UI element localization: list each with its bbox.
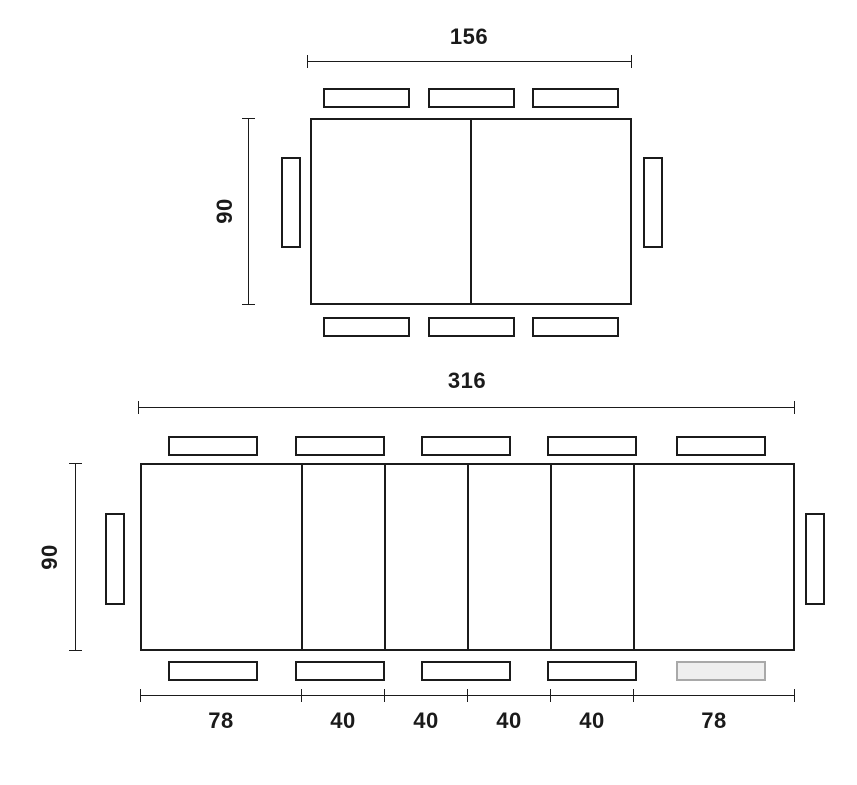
chair-top-4 [547,436,637,456]
chair-top-5 [676,436,766,456]
segment-label-2: 40 [330,708,356,733]
chair-top-1 [323,88,410,108]
dimension-tick [242,118,255,119]
closed-table-center-divider [470,118,472,305]
closed-width-label: 156 [449,24,489,49]
dimension-tick [631,55,632,68]
closed-height-dimension-line [242,118,255,305]
dimension-tick [384,689,385,702]
chair-left [281,157,301,248]
chair-bottom-3 [532,317,619,337]
extended-width-label: 316 [447,368,487,393]
dimension-tick [467,689,468,702]
chair-top-3 [421,436,511,456]
dimension-bar [307,61,632,62]
extended-width-dimension-line [138,401,795,414]
leaf-divider-4 [550,463,552,651]
chair-right [805,513,825,605]
dimension-tick [307,55,308,68]
dimension-tick [633,689,634,702]
chair-top-2 [428,88,515,108]
chair-bottom-5-muted [676,661,766,681]
chair-bottom-2 [295,661,385,681]
chair-bottom-4 [547,661,637,681]
dimension-tick [794,689,795,702]
chair-left [105,513,125,605]
segment-label-5: 40 [579,708,605,733]
leaf-divider-1 [301,463,303,651]
segment-label-4: 40 [496,708,522,733]
dimension-bar [138,407,795,408]
segment-label-6: 78 [701,708,727,733]
segment-label-3: 40 [413,708,439,733]
chair-bottom-2 [428,317,515,337]
leaf-divider-5 [633,463,635,651]
leaf-divider-3 [467,463,469,651]
segment-dimension-line [140,689,795,702]
dimension-tick [301,689,302,702]
chair-bottom-1 [168,661,258,681]
dimension-tick [69,463,82,464]
chair-bottom-1 [323,317,410,337]
leaf-divider-2 [384,463,386,651]
dimension-tick [69,650,82,651]
chair-top-3 [532,88,619,108]
closed-height-label: 90 [212,198,237,224]
dimension-bar [75,463,76,651]
chair-top-2 [295,436,385,456]
extended-height-dimension-line [69,463,82,651]
segment-label-1: 78 [208,708,234,733]
dimension-tick [242,304,255,305]
dimension-bar [248,118,249,305]
chair-bottom-3 [421,661,511,681]
chair-top-1 [168,436,258,456]
chair-right [643,157,663,248]
closed-width-dimension-line [307,55,632,68]
dimension-tick [138,401,139,414]
dimension-tick [550,689,551,702]
dimension-tick [140,689,141,702]
dimension-tick [794,401,795,414]
extended-height-label: 90 [37,544,62,570]
